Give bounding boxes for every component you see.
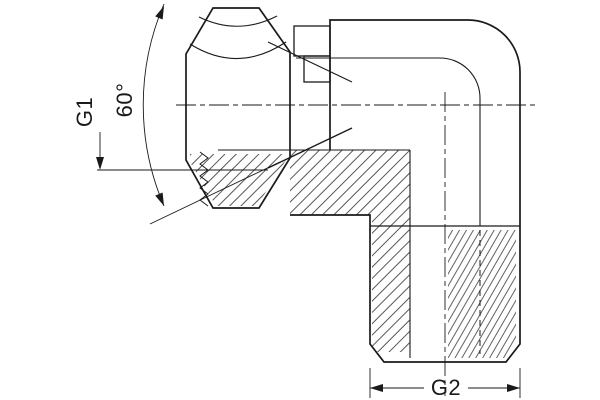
female-thread-profile <box>199 151 209 207</box>
g2-arrow-icon <box>507 384 520 392</box>
dimension-cone-angle: 60° <box>112 3 281 225</box>
collar-step-lower <box>303 55 331 83</box>
arc-arrow-icon <box>155 192 164 206</box>
angle-dimension-arc <box>142 3 165 207</box>
body-outline <box>290 19 521 363</box>
cone-angle-label: 60° <box>112 83 137 118</box>
arc-arrow-icon <box>155 6 164 20</box>
g2-arrow-icon <box>370 384 383 392</box>
male-thread-hatch <box>448 230 516 358</box>
hex-nut <box>185 7 291 209</box>
collar-step-upper <box>293 25 331 57</box>
hex-nut-outline <box>185 7 291 209</box>
hex-chamfer-arc-lower <box>189 41 287 60</box>
g1-thread-label: G1 <box>72 97 97 127</box>
dimension-g1: G1 <box>72 97 268 171</box>
g1-arrow-icon <box>96 157 104 170</box>
g2-thread-label: G2 <box>431 375 461 400</box>
elbow-body <box>218 19 521 363</box>
dimension-g2: G2 <box>369 368 521 400</box>
bore-inner-corner-arc <box>439 57 481 99</box>
cone-seat-upper <box>267 41 353 83</box>
cone-extension-line <box>149 161 281 225</box>
hex-chamfer-arc-upper <box>198 15 278 27</box>
centerlines <box>176 92 538 396</box>
body-section-hatch <box>290 150 410 352</box>
cone-seat-lower <box>267 127 353 169</box>
